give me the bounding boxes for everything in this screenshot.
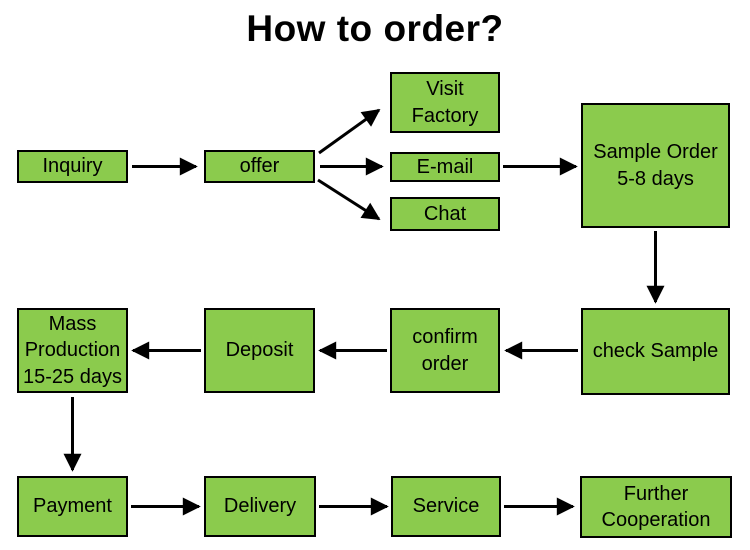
node-check-sample: check Sample [581,308,730,395]
node-offer: offer [204,150,315,183]
node-inquiry: Inquiry [17,150,128,183]
node-delivery: Delivery [204,476,316,537]
node-sample-order: Sample Order 5-8 days [581,103,730,228]
node-email: E-mail [390,152,500,182]
node-deposit: Deposit [204,308,315,393]
node-further-cooperation: Further Cooperation [580,476,732,538]
node-chat: Chat [390,197,500,231]
arrow-offer-to-visit-factory [318,108,381,155]
arrow-offer-to-chat [317,178,381,221]
node-payment: Payment [17,476,128,537]
node-visit-factory: Visit Factory [390,72,500,133]
node-mass-production: Mass Production 15-25 days [17,308,128,393]
diagram-title: How to order? [246,8,504,49]
node-service: Service [391,476,501,537]
node-confirm-order: confirm order [390,308,500,393]
